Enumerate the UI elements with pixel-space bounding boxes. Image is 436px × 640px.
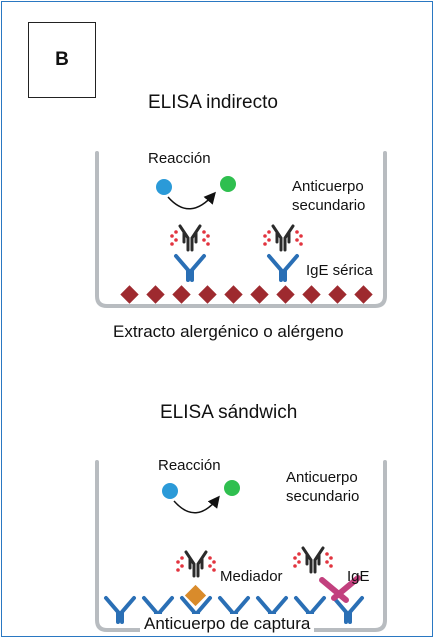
secondary-antibody-1: [168, 224, 212, 252]
substrate-circle-2: [162, 483, 178, 499]
mediator-shape: [184, 584, 207, 607]
mediator-label: Mediador: [220, 568, 283, 585]
sandwich-caption: Anticuerpo de captura: [140, 614, 315, 634]
indirect-title: ELISA indirecto: [148, 92, 278, 113]
ige-label: IgE: [347, 568, 370, 585]
serum-ige-label: IgE sérica: [306, 262, 373, 279]
sandwich-title: ELISA sándwich: [160, 402, 298, 423]
indirect-caption: Extracto alergénico o alérgeno: [113, 322, 344, 341]
ige-antibody-2: [267, 254, 299, 282]
secondary-antibody-label-2-line2: secundario: [286, 488, 360, 505]
secondary-antibody-2: [261, 224, 305, 252]
secondary-antibody-label-line2: secundario: [292, 197, 366, 214]
secondary-antibody-label-line1: Anticuerpo: [292, 178, 364, 195]
allergen-row: [120, 285, 373, 304]
secondary-antibody-4: [291, 546, 335, 574]
panel-label: B: [28, 22, 96, 98]
substrate-circle: [156, 179, 172, 195]
well-indirect: [95, 151, 387, 308]
secondary-antibody-3: [174, 550, 218, 578]
reaction-label-2: Reacción: [158, 457, 221, 474]
secondary-antibody-label-2-line1: Anticuerpo: [286, 469, 358, 486]
product-circle-2: [224, 480, 240, 496]
ige-antibody-1: [174, 254, 206, 282]
reaction-arrow-2: [173, 495, 220, 514]
ige-shape: [319, 575, 361, 603]
product-circle: [220, 176, 236, 192]
reaction-label: Reacción: [148, 150, 211, 167]
reaction-arrow: [167, 191, 216, 210]
